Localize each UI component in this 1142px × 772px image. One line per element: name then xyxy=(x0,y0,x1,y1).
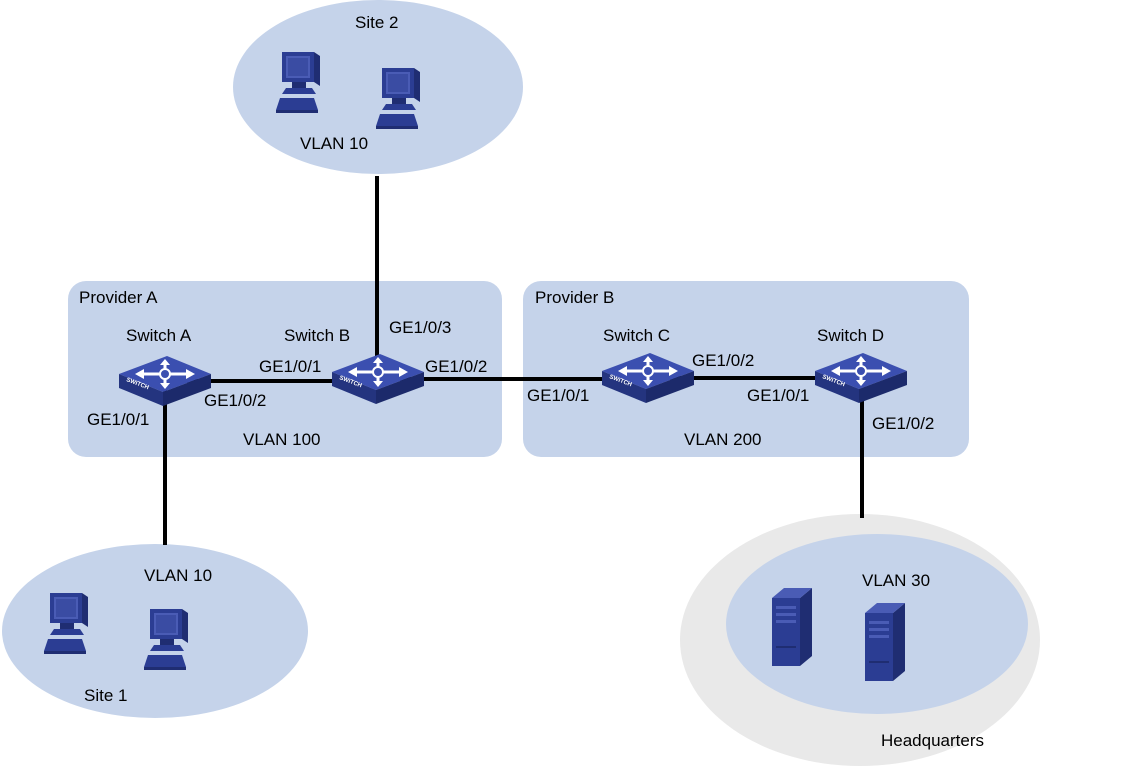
switch-c-port-label: GE1/0/2 xyxy=(692,351,754,370)
switch-d-port-label: GE1/0/1 xyxy=(747,386,809,405)
switch-d-port-label: GE1/0/2 xyxy=(872,414,934,433)
provider-a-title: Provider A xyxy=(79,288,158,307)
site1-vlan: VLAN 10 xyxy=(144,566,212,585)
switch-c-port-label: GE1/0/1 xyxy=(527,386,589,405)
switch-d-name: Switch D xyxy=(817,326,884,345)
provider-b-title: Provider B xyxy=(535,288,614,307)
provider-b-zone xyxy=(523,281,969,457)
switch-a-name: Switch A xyxy=(126,326,192,345)
site2-zone xyxy=(233,0,523,174)
hq-vlan: VLAN 30 xyxy=(862,571,930,590)
switch-b-name: Switch B xyxy=(284,326,350,345)
provider-b-vlan: VLAN 200 xyxy=(684,430,762,449)
switch-a-port-label: GE1/0/1 xyxy=(87,410,149,429)
switch-c-name: Switch C xyxy=(603,326,670,345)
hq-server-icon xyxy=(865,603,905,681)
hq-title: Headquarters xyxy=(881,731,984,750)
site1-title: Site 1 xyxy=(84,686,127,705)
switch-b-port-label: GE1/0/1 xyxy=(259,357,321,376)
switch-a-port-label: GE1/0/2 xyxy=(204,391,266,410)
switch-b-port-label: GE1/0/2 xyxy=(425,357,487,376)
site2-vlan: VLAN 10 xyxy=(300,134,368,153)
provider-a-zone xyxy=(68,281,502,457)
site2-title: Site 2 xyxy=(355,13,398,32)
hq-server-icon xyxy=(772,588,812,666)
provider-a-vlan: VLAN 100 xyxy=(243,430,321,449)
switch-b-port-label: GE1/0/3 xyxy=(389,318,451,337)
